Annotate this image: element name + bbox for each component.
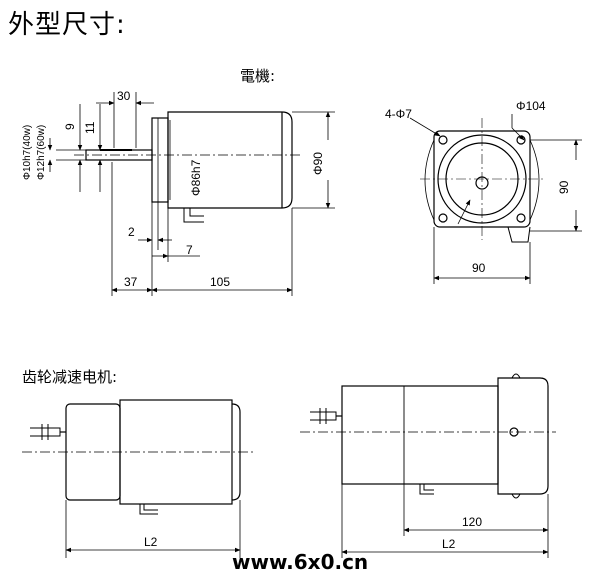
dim-9: 9 [63, 123, 77, 130]
dim-105: 105 [210, 275, 230, 289]
motor-dimensions [47, 92, 335, 296]
dim-body-dia: Φ90 [311, 152, 325, 175]
gear-left-dimensions [65, 500, 241, 558]
gear-right-120: 120 [462, 515, 482, 529]
gear-right-l2: L2 [442, 537, 456, 551]
dim-11: 11 [83, 121, 97, 134]
dim-37: 37 [124, 275, 138, 289]
dim-30: 30 [117, 89, 131, 103]
gear-right-dimensions [341, 484, 549, 558]
gear-left-l2: L2 [144, 535, 158, 549]
front-width-label: 90 [472, 261, 486, 275]
motor-front-view [420, 118, 544, 243]
motor-section-title: 電機: [240, 67, 276, 85]
gear-motor-left [22, 399, 254, 515]
dim-7: 7 [186, 243, 193, 257]
front-pcd-label: Φ104 [516, 99, 546, 113]
gear-motor-right [300, 373, 556, 499]
motor-flange [151, 117, 169, 203]
motor-body-right [341, 385, 499, 485]
front-dimensions [409, 114, 582, 284]
watermark: www.6x0.cn [232, 550, 368, 574]
front-height-label: 90 [557, 180, 571, 194]
motor-side-view [74, 111, 300, 223]
dim-shaft-40w: Φ10h7(40w) [22, 125, 33, 180]
dim-pilot-dia: Φ86h7 [189, 159, 203, 196]
gear-section-title: 齿轮减速电机: [22, 368, 118, 386]
dim-2: 2 [128, 225, 135, 239]
page-title: 外型尺寸: [8, 10, 126, 40]
dim-shaft-60w: Φ12h7(60w) [36, 125, 47, 180]
gearbox-left [65, 403, 121, 501]
front-holes-label: 4-Φ7 [385, 107, 412, 121]
gearhead-right [497, 377, 549, 495]
motor-body [167, 111, 293, 209]
